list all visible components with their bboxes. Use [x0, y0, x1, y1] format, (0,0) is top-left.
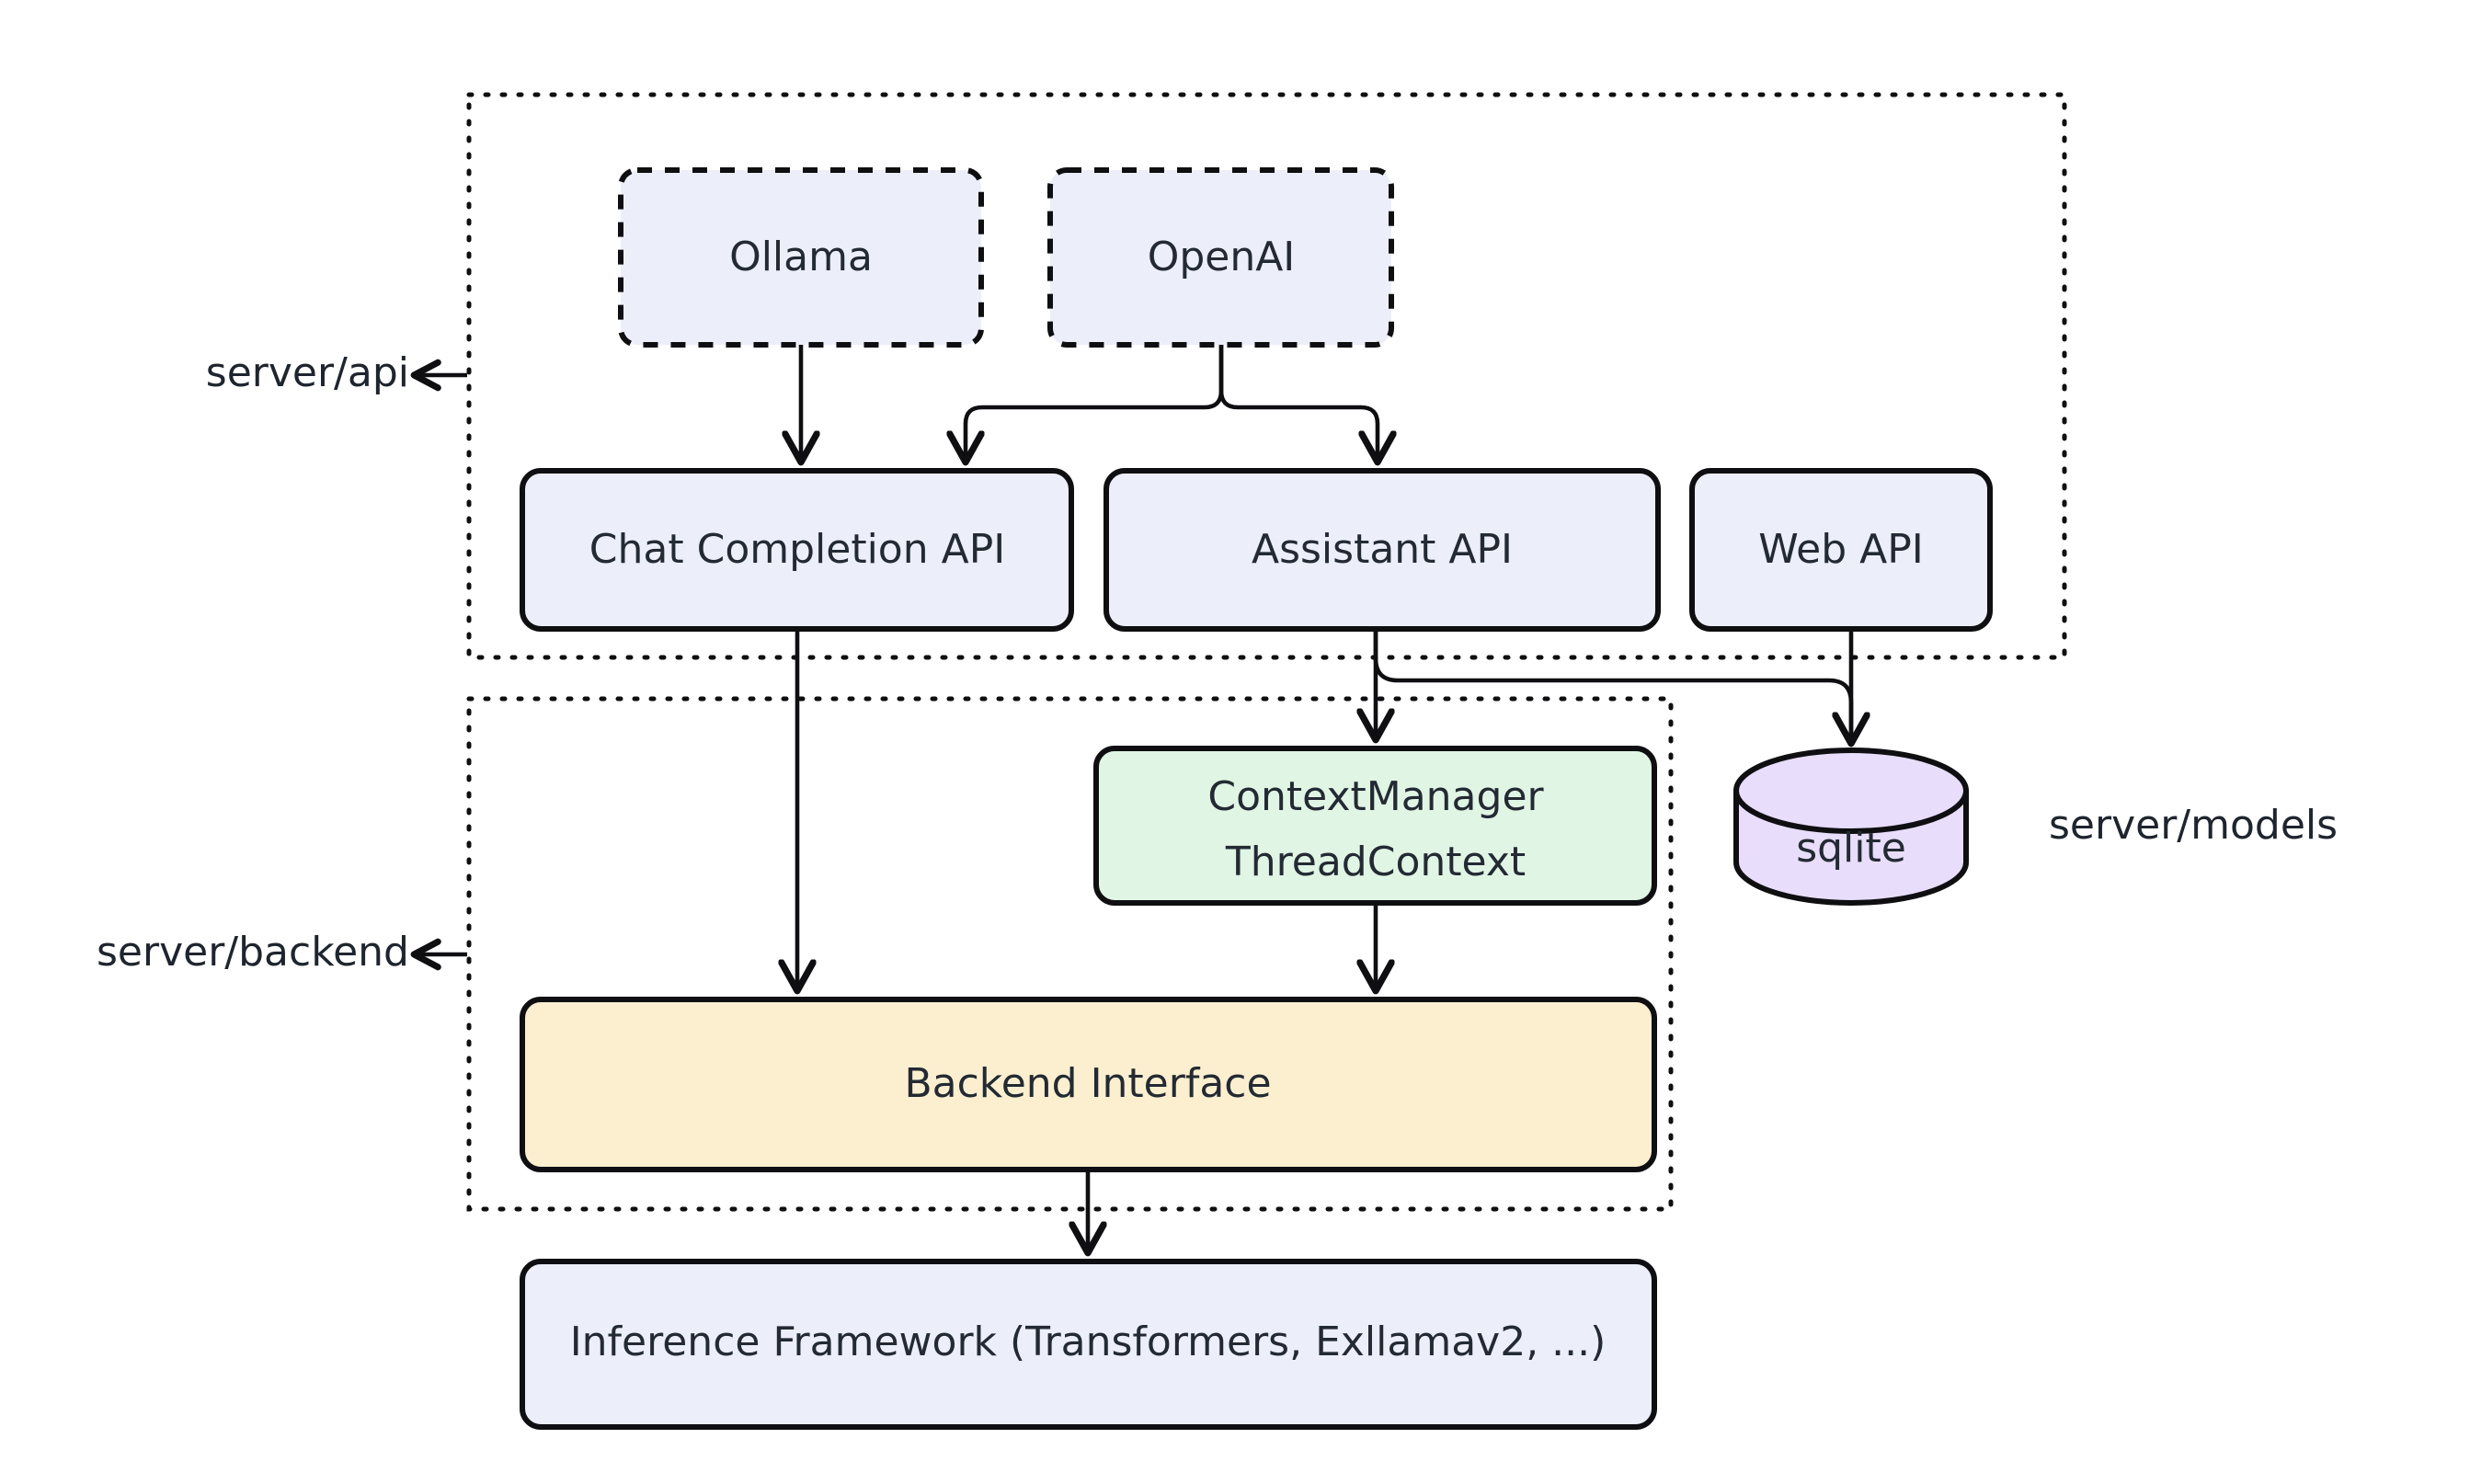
inference-framework-box: [520, 1259, 1657, 1430]
sqlite-label: sqlite: [1796, 825, 1906, 872]
context-manager-box: [1093, 746, 1657, 906]
node-inference-framework[interactable]: Inference Framework (Transformers, Exlla…: [520, 1259, 1657, 1430]
node-openai[interactable]: OpenAI: [1047, 167, 1394, 348]
server-backend-boundary: [466, 696, 1674, 1212]
group-container-server-api: [466, 92, 2067, 660]
node-assistant-api[interactable]: Assistant API: [1103, 468, 1661, 632]
web-api-box: [1689, 468, 1993, 632]
ollama-label: Ollama: [729, 234, 873, 280]
edge-openai-to-chat-completion-api: [966, 345, 1224, 460]
ollama-box: [618, 167, 984, 348]
context-manager-label-line1: ContextManager: [1207, 773, 1544, 820]
node-chat-completion-api[interactable]: Chat Completion API: [520, 468, 1074, 632]
backend-interface-box: [520, 997, 1657, 1172]
sqlite-cylinder-top: [1733, 748, 1969, 834]
backend-interface-label: Backend Interface: [904, 1060, 1271, 1107]
edge-openai-to-assistant-api: [1218, 345, 1378, 460]
context-manager-label-line2: ThreadContext: [1225, 839, 1526, 885]
server-api-boundary: [466, 92, 2067, 660]
web-api-label: Web API: [1758, 526, 1924, 573]
node-context-manager[interactable]: ContextManager ThreadContext: [1093, 746, 1657, 906]
chat-completion-api-box: [520, 468, 1074, 632]
openai-label: OpenAI: [1148, 234, 1296, 280]
server-models-label: server/models: [2049, 802, 2338, 849]
group-container-server-backend: [466, 696, 1674, 1212]
inference-framework-label: Inference Framework (Transformers, Exlla…: [570, 1318, 1607, 1365]
edge-assistant-api-to-sqlite: [1373, 629, 1854, 741]
chat-completion-api-label: Chat Completion API: [589, 526, 1005, 573]
group-label-server-backend: server/backend: [97, 929, 467, 976]
node-ollama[interactable]: Ollama: [618, 167, 984, 348]
server-backend-label: server/backend: [97, 929, 409, 976]
group-label-server-api: server/api: [206, 349, 467, 396]
assistant-api-label: Assistant API: [1252, 526, 1513, 573]
node-web-api[interactable]: Web API: [1689, 468, 1993, 632]
server-api-label: server/api: [206, 349, 409, 396]
openai-box: [1047, 167, 1394, 348]
group-label-server-models: server/models: [2049, 802, 2338, 849]
assistant-api-box: [1103, 468, 1661, 632]
node-backend-interface[interactable]: Backend Interface: [520, 997, 1657, 1172]
node-sqlite[interactable]: sqlite: [1733, 748, 1969, 906]
